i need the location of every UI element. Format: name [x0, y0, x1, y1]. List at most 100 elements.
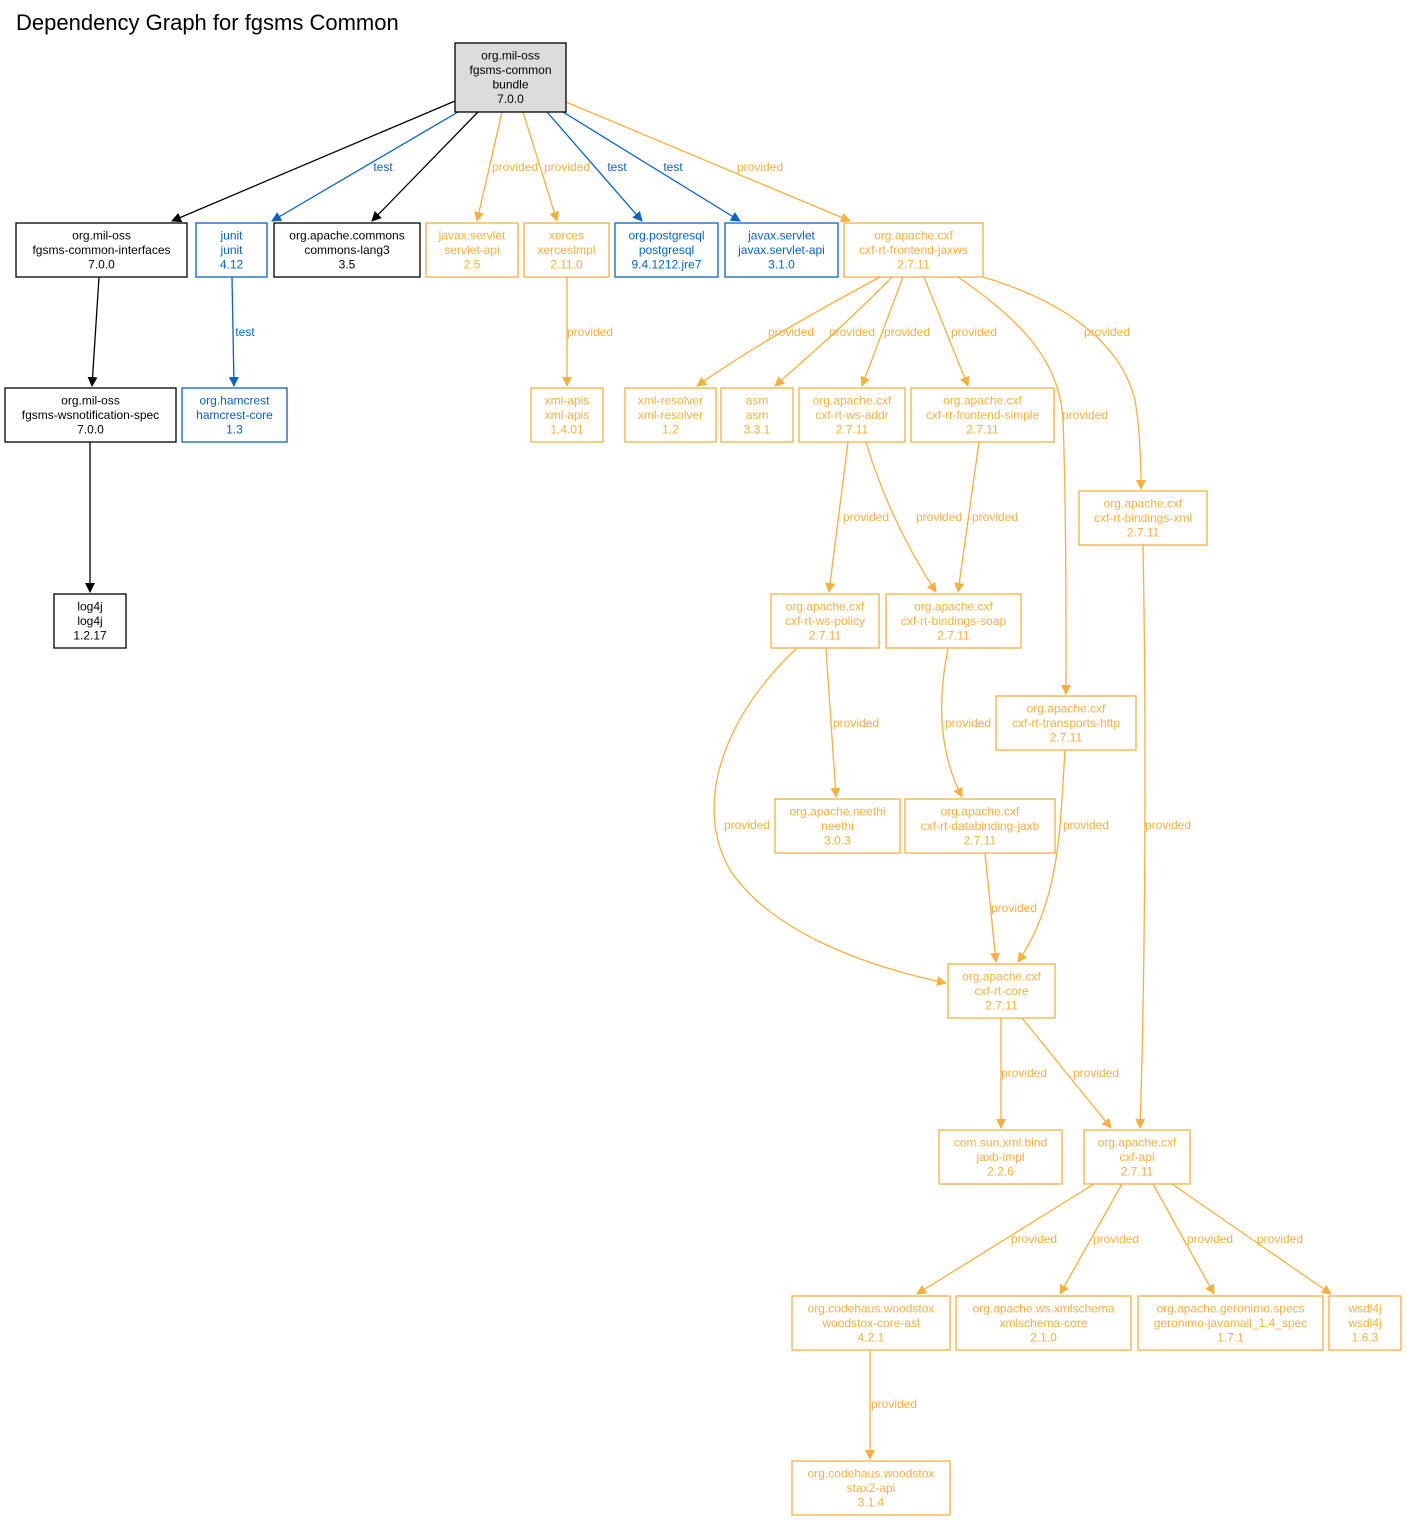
node-version: 1.6.3 [1352, 1330, 1379, 1344]
edge-wspolicy-neethi [825, 647, 841, 798]
node-artifact-id: postgresql [639, 243, 694, 257]
edge-http-core [1017, 749, 1066, 963]
node-box [273, 222, 421, 278]
node-version: 2.7.11 [1121, 1164, 1154, 1178]
node-box [774, 798, 901, 854]
node-version: 3.0.3 [824, 833, 851, 847]
edge-label: provided [1084, 325, 1130, 339]
node-box [910, 387, 1055, 443]
node-wsnspec: org.mil-ossfgsms-wsnotification-spec7.0.… [4, 387, 177, 443]
edge-label: provided [1187, 1232, 1233, 1246]
edge-label: provided [567, 325, 613, 339]
edge-root-junit [271, 111, 459, 222]
node-artifact-id: xml-resolver [638, 408, 703, 422]
edge-label: provided [1257, 1232, 1303, 1246]
node-box [770, 593, 880, 649]
node-version: 9.4.1212.jre7 [631, 257, 701, 271]
node-version: 2.5 [464, 257, 481, 271]
edge-label: provided [951, 325, 997, 339]
edge-root-interfaces [171, 100, 456, 223]
node-javamail: org.apache.geronimo.specsgeronimo-javama… [1137, 1295, 1324, 1351]
node-version: 2.1.0 [1030, 1330, 1057, 1344]
node-version: 2.7.11 [1127, 525, 1160, 539]
node-artifact-id: cxf-rt-bindings-xml [1094, 511, 1192, 525]
node-group-id: asm [746, 393, 769, 407]
node-group-id: org.apache.cxf [914, 599, 993, 613]
edge-soap-jaxb [941, 647, 963, 798]
node-group-id: org.apache.cxf [813, 393, 892, 407]
edge-jaxws-asm [774, 276, 893, 387]
node-http: org.apache.cxfcxf-rt-transports-http2.7.… [995, 695, 1137, 751]
node-box [1078, 490, 1208, 546]
node-version: 1.2.17 [73, 628, 107, 642]
node-artifact-id: cxf-rt-ws-policy [785, 614, 865, 628]
node-box [614, 222, 719, 278]
node-artifact-id: geronimo-javamail_1.4_spec [1154, 1316, 1307, 1330]
node-group-id: org.hamcrest [199, 393, 270, 407]
node-box [938, 1129, 1063, 1185]
node-box [523, 222, 610, 278]
node-version: 7.0.0 [497, 92, 524, 106]
node-group-id: xml-resolver [638, 393, 703, 407]
node-artifact-id: bundle [492, 78, 528, 92]
edge-label: test [663, 160, 683, 174]
node-group-id: org.mil-oss [61, 393, 120, 407]
node-box [530, 387, 604, 443]
node-artifact-id: xmlschema-core [999, 1316, 1087, 1330]
edge-label: provided [1093, 1232, 1139, 1246]
edge-jaxws-simple [923, 276, 970, 387]
edge-wspolicy-core [713, 647, 947, 987]
node-box [454, 42, 567, 113]
node-box [955, 1295, 1132, 1351]
node-group-id: org.codehaus.woodstox [808, 1466, 935, 1480]
node-version: 2.11.0 [550, 257, 583, 271]
node-group-id: org.apache.geronimo.specs [1156, 1301, 1304, 1315]
node-artifact-id: fgsms-common [469, 63, 551, 77]
node-artifact-id: cxf-rt-core [975, 984, 1029, 998]
edge-root-servletapi25 [474, 111, 503, 222]
node-group-id: org.mil-oss [481, 49, 540, 63]
node-box [904, 798, 1056, 854]
node-artifact-id: cxf-rt-bindings-soap [901, 614, 1007, 628]
edge-root-jaxws [565, 101, 851, 223]
node-box [798, 387, 906, 443]
node-group-id: org.apache.neethi [789, 804, 885, 818]
node-jaxb: org.apache.cxfcxf-rt-databinding-jaxb2.7… [904, 798, 1056, 854]
node-group-id: wsdl4j [1347, 1301, 1381, 1315]
edge-label: provided [492, 160, 538, 174]
node-group-id: org.apache.commons [289, 228, 404, 242]
node-version: 1.2 [662, 422, 679, 436]
node-box [791, 1460, 951, 1516]
node-artifact-id: hamcrest-core [196, 408, 273, 422]
edge-label: provided [829, 325, 875, 339]
edge-junit-hamcrest [228, 276, 239, 387]
node-group-id: org.apache.cxf [962, 969, 1041, 983]
edge-label: provided [768, 325, 814, 339]
edge-label: provided [871, 1397, 917, 1411]
node-artifact-id: cxf-api [1119, 1150, 1154, 1164]
node-group-id: javax.servlet [438, 228, 506, 242]
node-version: 1.4.01 [550, 422, 584, 436]
edge-label: provided [1063, 818, 1109, 832]
node-artifact-id: javax.servlet-api [737, 243, 825, 257]
node-version: 1.3 [226, 422, 243, 436]
node-group-id: org.apache.cxf [1098, 1135, 1177, 1149]
edge-jaxws-wsaddr [860, 276, 904, 387]
node-artifact-id: asm [746, 408, 769, 422]
node-artifact-id: cxf-rt-frontend-jaxws [859, 243, 968, 257]
node-group-id: javax.servlet [747, 228, 815, 242]
edge-label: provided [1001, 1066, 1047, 1080]
node-box [1137, 1295, 1324, 1351]
edge-root-xerces [522, 111, 560, 222]
node-group-id: junit [219, 228, 243, 242]
